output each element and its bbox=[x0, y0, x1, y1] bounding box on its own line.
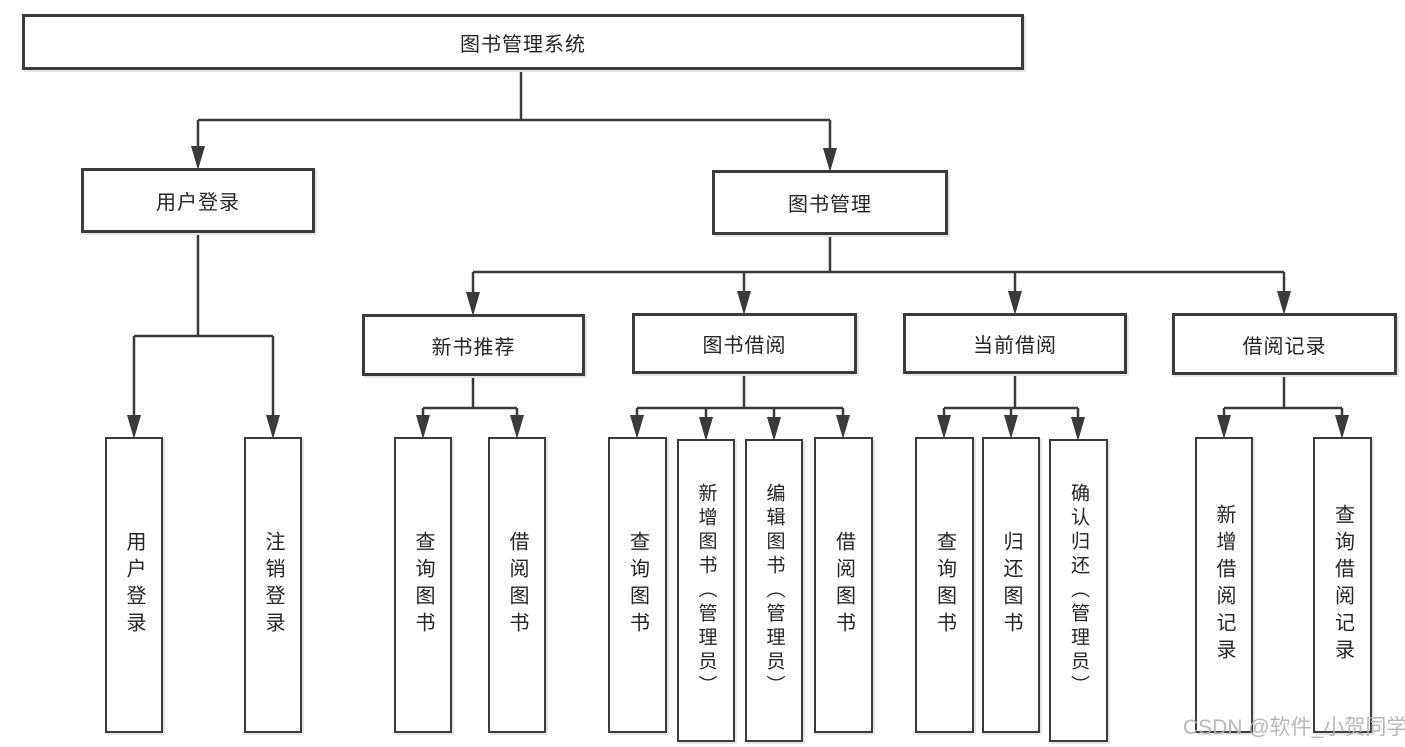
leaf-borrow-book-1: 借阅图书 bbox=[488, 437, 546, 733]
csdn-watermark: CSDN @软件_小贺同学 bbox=[1183, 716, 1405, 739]
node-book-management: 图书管理 bbox=[712, 170, 948, 235]
node-current-borrow: 当前借阅 bbox=[903, 313, 1127, 374]
connector-arrow-heads bbox=[127, 146, 1349, 441]
leaf-return-book: 归还图书 bbox=[982, 437, 1040, 733]
node-book-borrow: 图书借阅 bbox=[632, 313, 857, 374]
connector-skeleton bbox=[134, 72, 1342, 410]
node-new-book-recommend: 新书推荐 bbox=[362, 314, 585, 376]
node-user-login: 用户登录 bbox=[81, 168, 315, 233]
leaf-query-borrow-record: 查询借阅记录 bbox=[1313, 437, 1372, 733]
leaf-query-book-2: 查询图书 bbox=[608, 437, 667, 733]
leaf-confirm-return-admin: 确认归还（管理员） bbox=[1049, 439, 1108, 742]
leaf-borrow-book-2: 借阅图书 bbox=[814, 437, 873, 733]
leaf-add-borrow-record: 新增借阅记录 bbox=[1195, 437, 1253, 733]
leaf-user-login: 用户登录 bbox=[105, 437, 163, 733]
connector-arrow-stems bbox=[132, 120, 1344, 421]
leaf-edit-book-admin: 编辑图书（管理员） bbox=[745, 439, 803, 742]
leaf-query-book-1: 查询图书 bbox=[394, 437, 452, 733]
node-borrow-records: 借阅记录 bbox=[1172, 313, 1397, 375]
leaf-query-book-3: 查询图书 bbox=[915, 437, 974, 733]
node-root: 图书管理系统 bbox=[22, 14, 1024, 70]
leaf-logout: 注销登录 bbox=[244, 437, 302, 733]
leaf-add-book-admin: 新增图书（管理员） bbox=[677, 439, 735, 742]
